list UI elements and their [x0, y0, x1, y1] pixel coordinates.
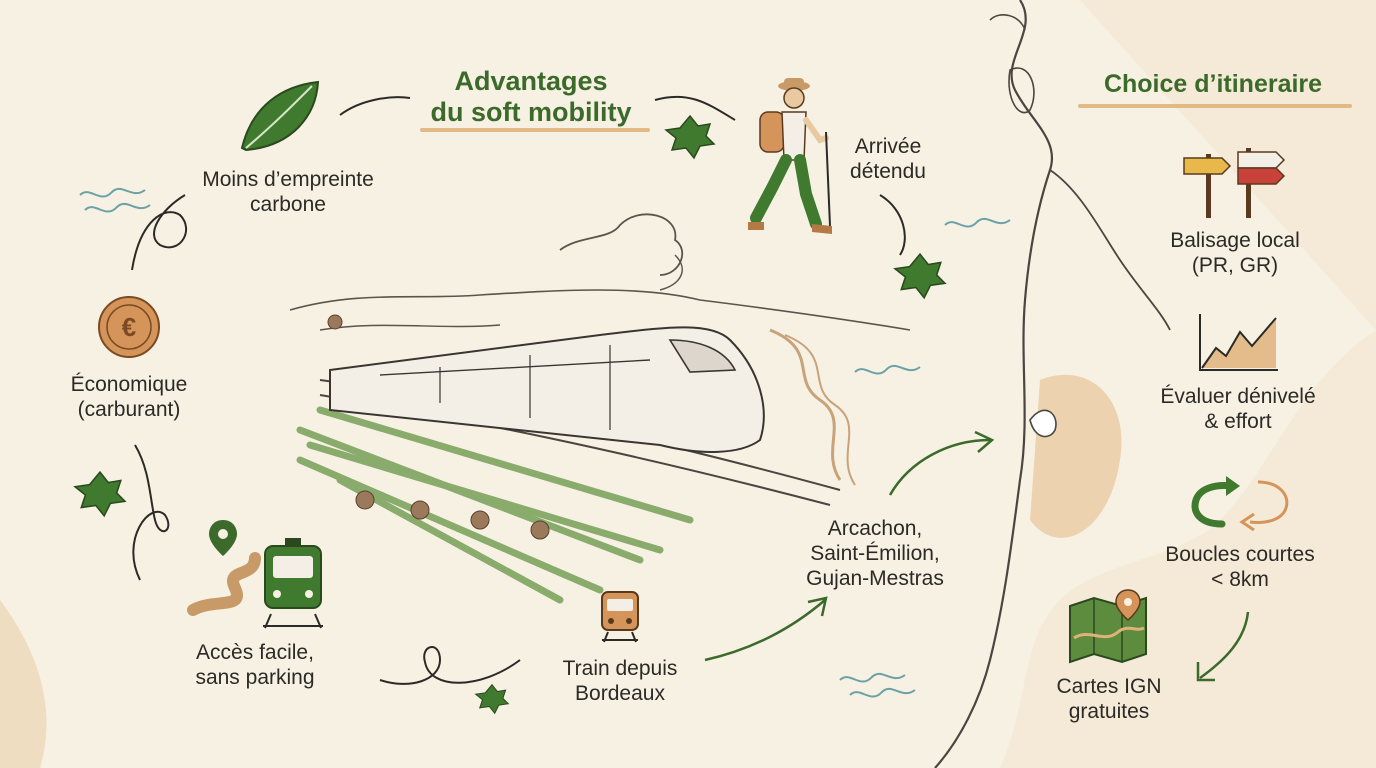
left-title-underline [420, 128, 650, 132]
train-landscape-sketch [289, 213, 911, 604]
euro-symbol: € [122, 312, 136, 342]
vine-leaf-icon [664, 114, 716, 160]
euro-coin-icon: € [98, 296, 160, 358]
signpost-icon [1183, 148, 1286, 218]
tip-elevation: Évaluer dénivelé & effort [1160, 385, 1316, 434]
left-title: Advantages du soft mobility [430, 66, 632, 128]
right-title-underline [1078, 104, 1352, 108]
route-train-icon [187, 520, 323, 629]
tip-marking: Balisage local (PR, GR) [1170, 229, 1300, 278]
benefit-access: Accès facile, sans parking [195, 641, 315, 690]
vine-leaf-icon [474, 683, 510, 715]
tip-loops: Boucles courtes < 8km [1165, 543, 1315, 592]
benefit-arrival: Arrivée détendu [850, 135, 926, 184]
elevation-chart-icon [1199, 314, 1278, 371]
vine-leaf-icon [893, 252, 947, 300]
map-icon [1069, 589, 1147, 664]
benefit-towns: Arcachon, Saint-Émilion, Gujan-Mestras [806, 517, 944, 591]
tip-maps: Cartes IGN gratuites [1056, 675, 1162, 724]
train-icon [601, 591, 639, 643]
benefit-train: Train depuis Bordeaux [562, 657, 678, 706]
benefit-economic: Économique (carburant) [70, 373, 188, 422]
benefit-carbon: Moins d’empreinte carbone [202, 168, 374, 217]
hiker-icon [748, 78, 832, 234]
leaf-icon [240, 80, 320, 152]
loop-arrows-icon [1191, 476, 1289, 532]
vine-leaf-icon [73, 470, 127, 518]
right-title: Choice d’itineraire [1103, 70, 1323, 98]
